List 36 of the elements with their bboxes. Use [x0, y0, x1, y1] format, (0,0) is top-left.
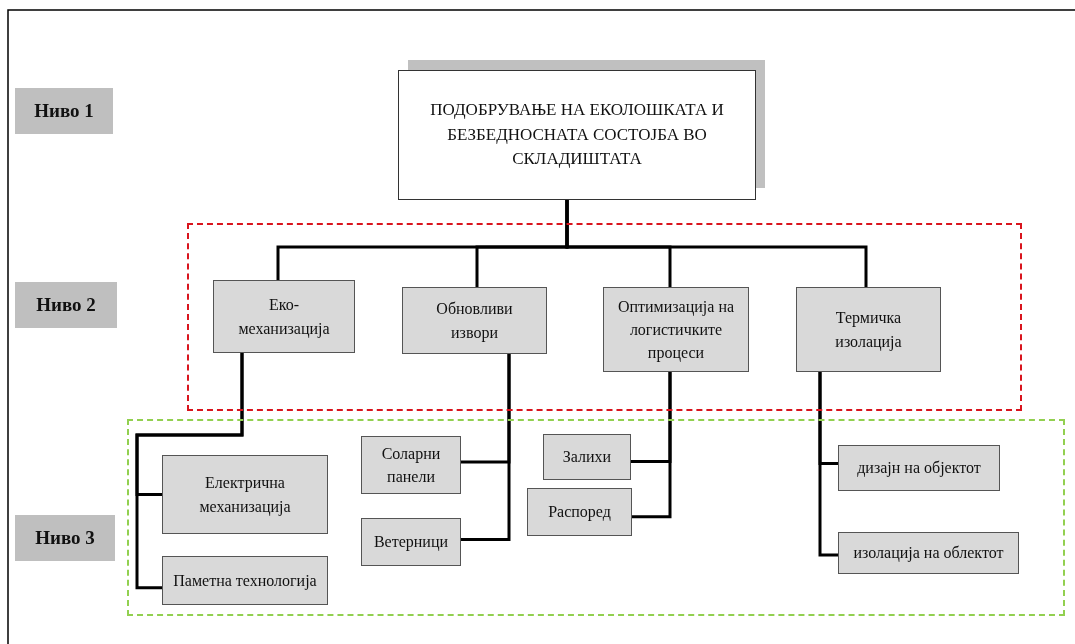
- level-badge: Ниво 2: [15, 282, 117, 328]
- connector-line: [632, 372, 672, 519]
- dashed-group-frame: [127, 419, 1065, 616]
- connector-line: [818, 372, 838, 557]
- connector-line: [461, 354, 511, 542]
- category-box: [796, 287, 941, 372]
- dashed-group-frame: [187, 223, 1022, 411]
- level-badge: Ниво 3: [15, 515, 115, 561]
- category-text: Паметна технологија: [173, 570, 317, 592]
- category-box: [603, 287, 749, 372]
- goal-box: [398, 70, 756, 200]
- category-text: Ветерници: [373, 532, 449, 553]
- connector-line: [135, 353, 244, 590]
- category-box: [162, 455, 328, 534]
- connector-line: [565, 200, 868, 287]
- category-box: [838, 445, 1000, 491]
- category-text: изолација на облектот: [853, 543, 1004, 564]
- category-text: Распоред: [548, 502, 611, 523]
- category-box: [162, 556, 328, 605]
- category-box: [543, 434, 631, 480]
- category-text: дизајн на објектот: [857, 458, 981, 479]
- category-box: [402, 287, 547, 354]
- goal-text: ПОДОБРУВАЊЕ НА ЕКОЛОШКАТА И БЕЗБЕДНОСНАТА СОСТОЈБА ВО СКЛАДИШТАТА: [429, 99, 725, 171]
- level-badge: Ниво 1: [15, 88, 113, 134]
- category-text: Залихи: [562, 447, 612, 468]
- category-box: [213, 280, 355, 353]
- category-box: [838, 532, 1019, 574]
- category-box: [527, 488, 632, 536]
- category-text: Еко-механизација: [238, 295, 330, 340]
- category-box: [361, 436, 461, 494]
- category-text: Оптимизација на логистичките процеси: [616, 296, 736, 364]
- category-text: Обновливи извори: [435, 299, 514, 344]
- category-text: Електрична механизација: [198, 473, 292, 518]
- category-text: Соларни панели: [380, 443, 442, 487]
- category-text: Термичка изолација: [834, 308, 903, 353]
- category-box: [361, 518, 461, 566]
